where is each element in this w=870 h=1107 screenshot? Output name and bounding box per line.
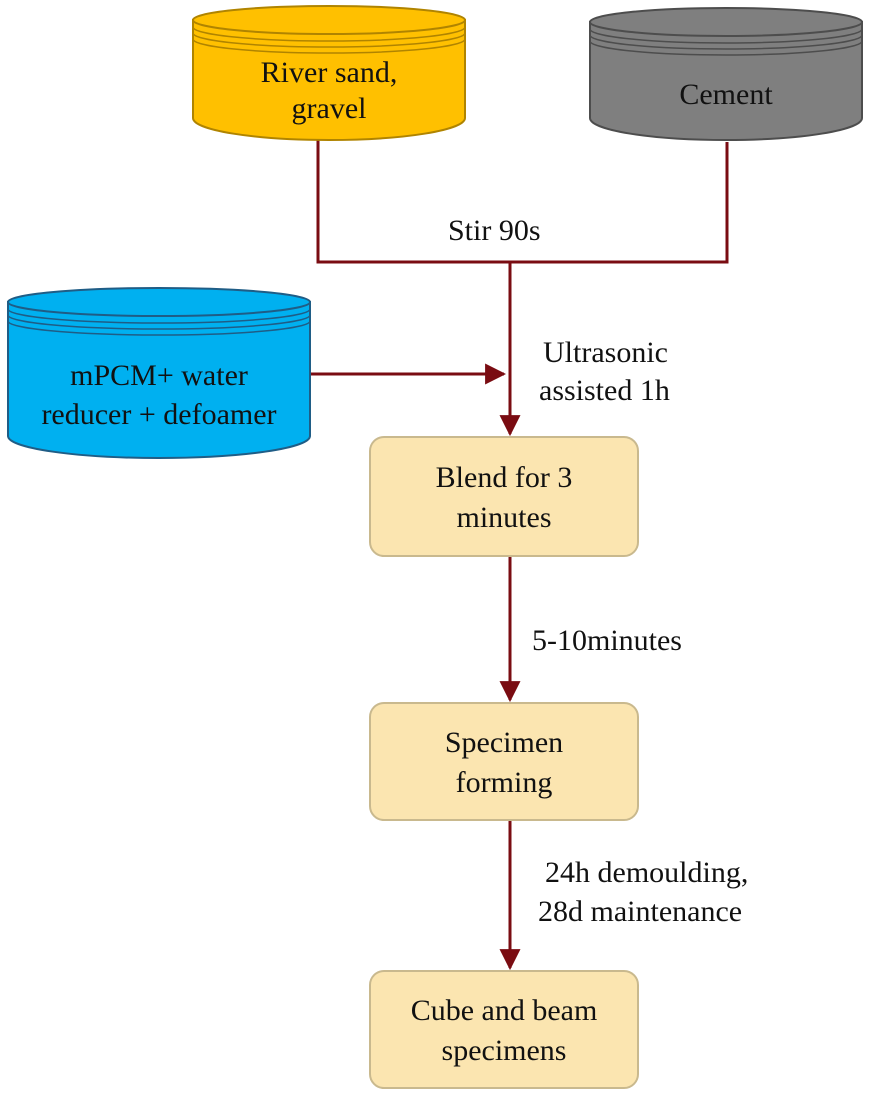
mpcm-label-line2: reducer + defoamer <box>41 398 276 431</box>
ultrasonic-annotation-line1: Ultrasonic <box>543 336 668 369</box>
wait-annotation: 5-10minutes <box>532 624 682 657</box>
blend-step-box: Blend for 3 minutes <box>369 436 639 557</box>
sand-label-line1: River sand, <box>261 56 398 89</box>
blend-label-line2: minutes <box>457 501 552 534</box>
blend-label-line1: Blend for 3 <box>436 461 573 494</box>
specimens-label-line2: specimens <box>442 1034 567 1067</box>
cure-annotation-line1: 24h demoulding, <box>545 856 748 889</box>
specimens-label-line1: Cube and beam <box>411 994 598 1027</box>
stir-annotation: Stir 90s <box>448 214 541 247</box>
connectors <box>310 140 729 971</box>
mpcm-cylinder: mPCM+ water reducer + defoamer <box>7 287 311 459</box>
cement-cylinder: Cement <box>589 7 863 141</box>
connector-cement-to-merge <box>510 142 729 264</box>
mpcm-label-line1: mPCM+ water <box>70 359 248 392</box>
cure-annotation-line2: 28d maintenance <box>538 895 742 928</box>
sand-gravel-cylinder: River sand, gravel <box>192 5 466 141</box>
forming-label-line1: Specimen <box>445 726 563 759</box>
forming-step-box: Specimen forming <box>369 702 639 821</box>
cement-label: Cement <box>679 78 773 111</box>
connector-sand-to-merge <box>316 140 510 264</box>
forming-label-line2: forming <box>456 766 553 799</box>
sand-label-line2: gravel <box>292 92 367 125</box>
ultrasonic-annotation-line2: assisted 1h <box>539 374 670 407</box>
specimens-step-box: Cube and beam specimens <box>369 970 639 1089</box>
